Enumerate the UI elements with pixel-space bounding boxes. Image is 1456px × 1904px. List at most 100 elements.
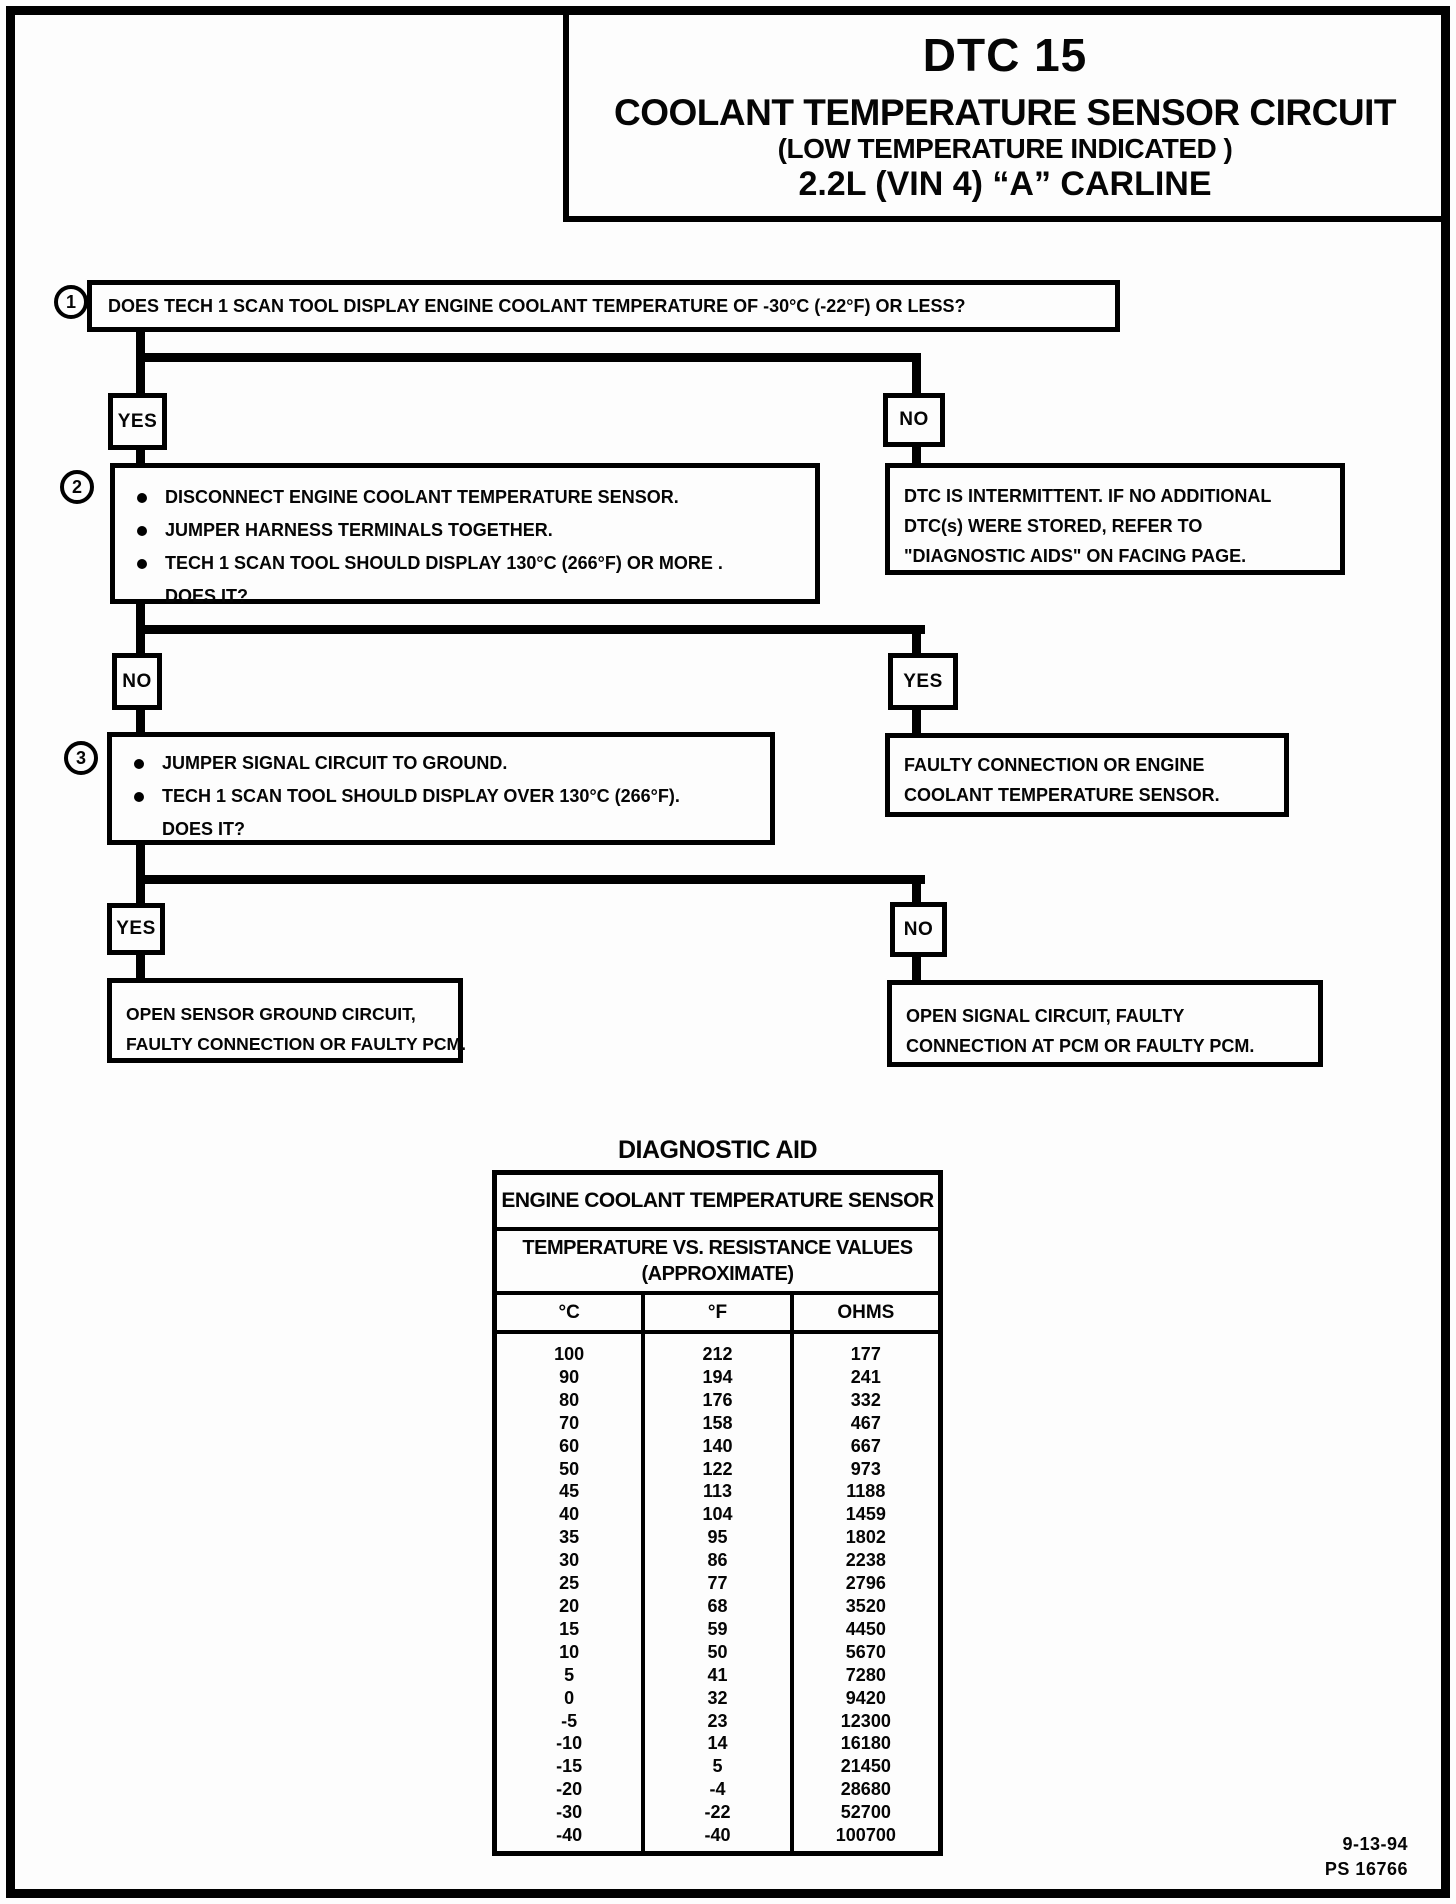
step-3-bullet-1: JUMPER SIGNAL CIRCUIT TO GROUND. <box>162 753 508 773</box>
table-cell: 86 <box>707 1550 728 1571</box>
table-cell: 68 <box>707 1595 728 1616</box>
table-cell: 332 <box>850 1389 881 1410</box>
table-cell: 35 <box>559 1527 580 1548</box>
table-cell: 113 <box>702 1481 733 1502</box>
open-ground-result-box: OPEN SENSOR GROUND CIRCUIT, FAULTY CONNE… <box>107 978 466 1063</box>
engine-carline-subtitle: 2.2L (VIN 4) “A” CARLINE <box>798 164 1212 203</box>
table-subtitle-line-1: TEMPERATURE VS. RESISTANCE VALUES <box>522 1237 913 1259</box>
table-cell: 30 <box>559 1550 580 1571</box>
step-2-badge: 2 <box>60 470 94 504</box>
column-header-ohms: OHMS <box>789 1295 938 1330</box>
table-cell: 15 <box>559 1618 580 1639</box>
table-cell: 23 <box>707 1710 728 1731</box>
title-block: DTC 15 COOLANT TEMPERATURE SENSOR CIRCUI… <box>563 15 1441 222</box>
resistance-table: ENGINE COOLANT TEMPERATURE SENSOR TEMPER… <box>492 1170 943 1856</box>
diagnostic-aid-heading: DIAGNOSTIC AID <box>617 1136 818 1164</box>
table-cell: 140 <box>702 1435 733 1456</box>
table-cell: 176 <box>702 1389 733 1410</box>
step-3-bullet-2: TECH 1 SCAN TOOL SHOULD DISPLAY OVER 130… <box>162 786 680 806</box>
connector-line <box>136 707 145 735</box>
table-cell: 0 <box>564 1687 575 1708</box>
bullet-icon <box>134 791 144 802</box>
branch-3-no-box: NO <box>890 902 947 957</box>
circuit-title: COOLANT TEMPERATURE SENSOR CIRCUIT <box>614 91 1396 133</box>
table-cell: 194 <box>702 1366 733 1387</box>
table-cell: 5670 <box>845 1641 886 1662</box>
table-cell: -10 <box>556 1733 583 1754</box>
table-header-row: °C °F OHMS <box>497 1295 938 1334</box>
step-1-number: 1 <box>65 291 76 312</box>
step-3-number: 3 <box>75 747 86 768</box>
table-cell: 1802 <box>845 1527 886 1548</box>
table-cell: 20 <box>559 1595 580 1616</box>
table-cell: 1459 <box>845 1504 886 1525</box>
table-cell: 90 <box>559 1366 580 1387</box>
branch-3-no-label: NO <box>903 918 934 940</box>
table-cell: 973 <box>850 1458 881 1479</box>
branch-2-no-label: NO <box>122 670 152 692</box>
table-cell: 12300 <box>840 1710 891 1731</box>
table-cell: 122 <box>702 1458 733 1479</box>
branch-3-yes-box: YES <box>107 903 165 955</box>
table-cell: 10 <box>559 1641 580 1662</box>
table-cell: 16180 <box>840 1733 891 1754</box>
step-2-action-box: DISCONNECT ENGINE COOLANT TEMPERATURE SE… <box>110 463 820 606</box>
result-line: COOLANT TEMPERATURE SENSOR. <box>904 785 1220 805</box>
connector-line <box>136 875 925 884</box>
table-cell: 1188 <box>846 1481 886 1502</box>
table-cell: 77 <box>707 1573 728 1594</box>
step-2-bullet-2: JUMPER HARNESS TERMINALS TOGETHER. <box>165 520 553 540</box>
table-cell: -5 <box>561 1710 578 1731</box>
table-cell: 9420 <box>845 1687 886 1708</box>
result-line: CONNECTION AT PCM OR FAULTY PCM. <box>906 1036 1255 1056</box>
result-line: DTC(s) WERE STORED, REFER TO <box>904 516 1203 536</box>
table-cell: 158 <box>702 1412 733 1433</box>
connector-line <box>136 625 925 634</box>
bullet-icon <box>137 558 147 569</box>
table-cell: -15 <box>556 1756 583 1777</box>
table-cell: 70 <box>559 1412 580 1433</box>
result-line: OPEN SIGNAL CIRCUIT, FAULTY <box>906 1006 1185 1026</box>
table-cell: -40 <box>704 1825 731 1846</box>
dtc-code-title: DTC 15 <box>922 28 1088 81</box>
table-cell: 50 <box>707 1641 728 1662</box>
connector-line <box>136 353 921 362</box>
table-cell: 467 <box>850 1412 881 1433</box>
connector-line <box>912 875 921 906</box>
branch-2-no-box: NO <box>112 653 162 710</box>
step-1-badge: 1 <box>54 285 88 319</box>
table-cell: 50 <box>559 1458 580 1479</box>
table-cell: 7280 <box>845 1664 886 1685</box>
table-cell: 59 <box>707 1618 728 1639</box>
branch-1-yes-label: YES <box>117 410 158 432</box>
table-cell: 5 <box>712 1756 723 1777</box>
step-2-bullet-3: TECH 1 SCAN TOOL SHOULD DISPLAY 130°C (2… <box>165 553 723 573</box>
connector-line <box>912 625 921 658</box>
result-line: "DIAGNOSTIC AIDS" ON FACING PAGE. <box>904 546 1247 566</box>
step-2-question: DOES IT? <box>165 586 249 606</box>
branch-1-no-label: NO <box>899 409 929 430</box>
table-cell: 177 <box>850 1344 881 1364</box>
revision-date: 9-13-94 <box>1342 1834 1408 1854</box>
connector-line <box>912 444 921 467</box>
step-2-bullet-1: DISCONNECT ENGINE COOLANT TEMPERATURE SE… <box>165 487 679 507</box>
table-cell: 104 <box>702 1504 733 1525</box>
step-3-action-box: JUMPER SIGNAL CIRCUIT TO GROUND. TECH 1 … <box>107 732 775 845</box>
table-cell: 80 <box>559 1389 580 1410</box>
table-cell: 3520 <box>845 1595 886 1616</box>
condition-subtitle: (LOW TEMPERATURE INDICATED ) <box>777 132 1233 164</box>
branch-1-yes-box: YES <box>108 393 167 450</box>
dtc-intermittent-result-box: DTC IS INTERMITTENT. IF NO ADDITIONAL DT… <box>885 463 1345 575</box>
step-3-badge: 3 <box>64 741 98 775</box>
connector-line <box>136 841 145 907</box>
table-cell: -4 <box>709 1779 726 1800</box>
result-line: DTC IS INTERMITTENT. IF NO ADDITIONAL <box>904 486 1272 506</box>
table-cell: 40 <box>559 1504 580 1525</box>
document-number: PS 16766 <box>1324 1859 1408 1879</box>
table-cell: -22 <box>704 1802 731 1823</box>
table-subtitle: TEMPERATURE VS. RESISTANCE VALUES (APPRO… <box>497 1231 938 1295</box>
branch-1-no-box: NO <box>883 393 945 447</box>
